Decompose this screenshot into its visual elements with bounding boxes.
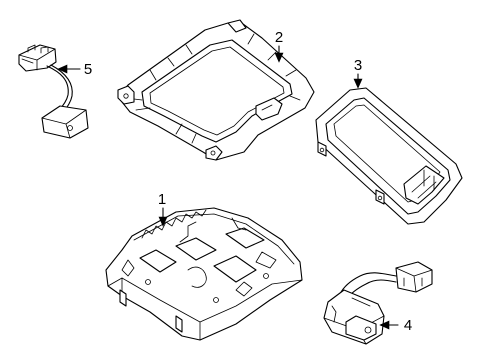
callout-label-4: 4 <box>404 317 412 334</box>
part-5-connector-harness <box>18 44 89 139</box>
part-1-console-housing <box>105 207 303 341</box>
callout-3: 3 <box>353 57 363 89</box>
part-4-switch-harness <box>323 261 433 345</box>
callout-5: 5 <box>57 61 92 78</box>
callout-label-1: 1 <box>158 191 166 208</box>
callout-label-3: 3 <box>354 57 362 74</box>
callout-2: 2 <box>274 29 284 63</box>
callout-4: 4 <box>379 317 412 334</box>
callout-label-2: 2 <box>275 29 283 46</box>
part-2-frame <box>117 19 315 161</box>
callout-1: 1 <box>158 191 168 227</box>
callout-label-5: 5 <box>84 61 92 78</box>
part-3-lamp-lens <box>315 87 463 225</box>
